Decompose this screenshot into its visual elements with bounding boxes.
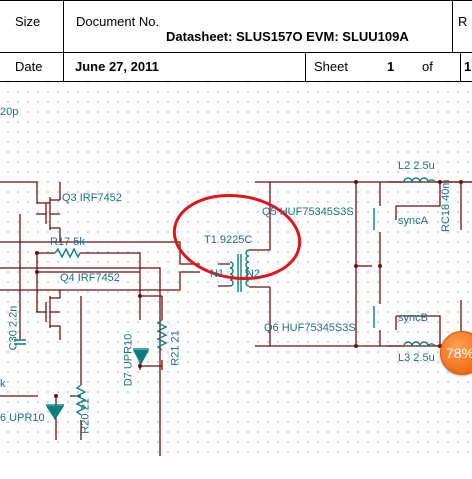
annotation-ellipse [172,193,302,281]
title-block: Size Document No. Datasheet: SLUS157O EV… [0,0,472,82]
label-r20[interactable]: R20 21 [79,398,92,434]
schematic-drawing [0,177,472,456]
label-q6[interactable]: Q6 HUF75345S3S [264,322,356,334]
label-l3[interactable]: L3 2.5u [398,352,435,364]
wire-net [0,181,472,456]
diode-d7 [133,350,149,365]
label-t1[interactable]: T1 9225C [204,234,253,246]
label-r17[interactable]: R17 5k [50,236,85,248]
label-r21[interactable]: R21 21 [169,330,182,366]
label-q4[interactable]: Q4 IRF7452 [60,272,120,284]
schematic-labels: 20p Q3 IRF7452 R17 5k Q4 IRF7452 C30 2.2… [0,82,472,479]
sheet-total: 1 [464,59,472,74]
label-d6[interactable]: 6 UPR10 [0,412,45,424]
rev-label-partial: R [458,14,468,29]
label-n2: N2 [246,268,261,280]
sheet-number: 1 [387,59,395,74]
label-q5[interactable]: Q5 HUF75345S3S [262,206,354,218]
label-d7[interactable]: D7 UPR10 [122,333,135,387]
label-synca[interactable]: syncA [398,215,428,227]
label-n1: N1 [210,268,225,280]
label-syncb[interactable]: syncB [398,312,428,324]
label-l2[interactable]: L2 2.5u [398,160,435,172]
sheet-label: Sheet [314,59,348,74]
date-value: June 27, 2011 [75,59,159,74]
document-no-value: Datasheet: SLUS157O EVM: SLUU109A [166,29,409,44]
label-c30[interactable]: C30 2.2n [7,305,20,351]
date-label: Date [15,59,43,74]
canvas-bottom-margin [0,456,472,479]
label-k-partial: k [0,378,6,390]
label-cap-top-left: 20p [0,106,19,118]
document-no-label: Document No. [76,14,160,29]
zoom-badge[interactable]: 78% [440,331,472,375]
title-block-grid [0,0,472,82]
schematic-canvas[interactable]: 20p Q3 IRF7452 R17 5k Q4 IRF7452 C30 2.2… [0,82,472,479]
of-label: of [422,59,433,74]
diode-d6 [46,406,64,420]
components [14,177,436,416]
label-rc18-partial: RC18 40m [440,179,452,232]
label-q3[interactable]: Q3 IRF7452 [62,192,122,204]
size-label: Size [15,14,41,29]
